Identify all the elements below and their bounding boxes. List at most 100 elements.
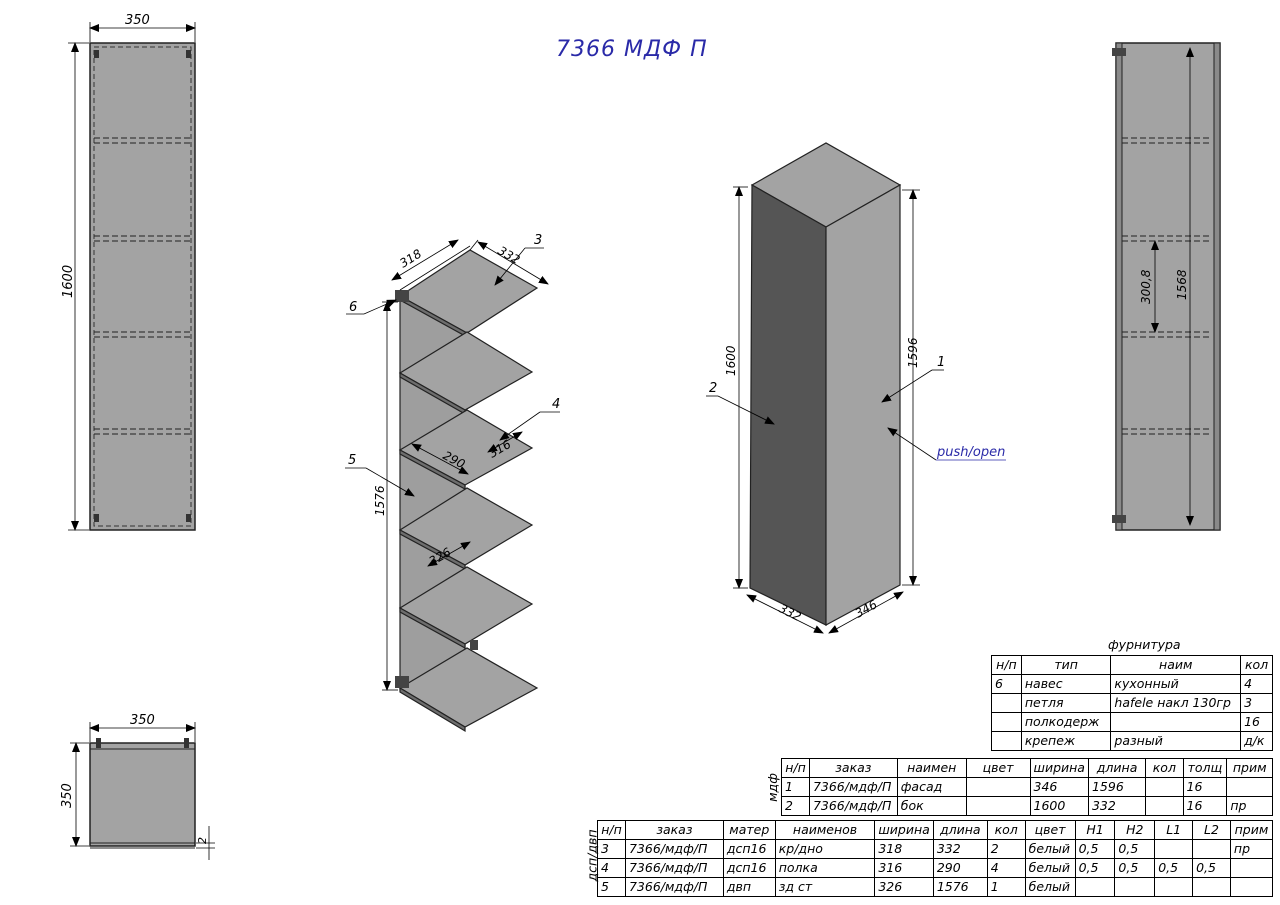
header-cell: н/п [991,655,1022,675]
header-cell: наименов [774,820,876,840]
header-cell: длина [1087,758,1147,778]
cell: 332 [932,839,988,859]
side-section-view: 1568 300,8 [1112,42,1221,531]
callout-5: 5 [348,453,356,468]
table-row: 3 7366/мдф/П дсп16 кр/дно 318 332 2 белы… [597,839,1274,859]
bottom-gap-dim: 2 [196,837,209,844]
cell [991,712,1022,732]
cell: полкодерж [1020,712,1112,732]
cell: 318 [874,839,934,859]
hardware-table: н/п тип наим кол 6 навес кухонный 4 петл… [991,655,1273,751]
callout-4: 4 [552,397,560,412]
cell: двп [722,877,776,897]
cell: пр [1226,796,1273,816]
header-cell: кол [986,820,1026,840]
cell: 326 [874,877,934,897]
header-cell: заказ [808,758,898,778]
header-cell: H1 [1074,820,1116,840]
cell: 1 [986,877,1026,897]
table-row: петля hafele накл 130гр 3 [991,693,1273,713]
callout-3: 3 [534,233,542,248]
header-cell: заказ [624,820,724,840]
cell: кр/дно [774,839,876,859]
cell: 16 [1240,712,1273,732]
cell [1145,777,1184,797]
cell: 16 [1182,796,1228,816]
header-cell: длина [932,820,988,840]
header-cell: H2 [1114,820,1156,840]
cell: 1576 [932,877,988,897]
header-cell: L2 [1192,820,1231,840]
header-cell: н/п [597,820,626,840]
cell [1229,858,1274,878]
table-header-row: н/п тип наим кол [991,655,1273,675]
table-row: 6 навес кухонный 4 [991,674,1273,694]
cell: белый [1024,877,1076,897]
exploded-view: 318 332 290 316 326 1576 3 4 5 6 [345,233,560,733]
front-width-dim: 350 [125,13,150,28]
cell: 3 [1240,693,1273,713]
exploded-dim-332: 332 [496,243,523,267]
callout-6: 6 [349,300,357,315]
cell: 332 [1087,796,1147,816]
cell: 7366/мдф/П [808,796,898,816]
cell: кухонный [1110,674,1242,694]
cell [1226,777,1273,797]
callout-2: 2 [709,381,717,396]
push-open-label: push/open [936,445,1005,460]
exploded-dim-1576: 1576 [373,485,387,516]
cell: 346 [1029,777,1089,797]
cell: белый [1024,858,1076,878]
cell: петля [1020,693,1112,713]
cell: пр [1229,839,1274,859]
cell [1114,877,1156,897]
cell [1154,877,1194,897]
cell [965,796,1031,816]
cell: 1596 [1087,777,1147,797]
bottom-depth-dim: 350 [60,783,75,808]
iso-dim-1596: 1596 [906,337,920,368]
cell: 7366/мдф/П [624,877,724,897]
cell: 6 [991,674,1022,694]
cell [1110,712,1242,732]
cell: 0,5 [1074,858,1116,878]
table-header-row: н/п заказ наимен цвет ширина длина кол т… [781,758,1273,778]
header-cell: матер [722,820,776,840]
cell [1145,796,1184,816]
cell: 5 [597,877,626,897]
header-cell: кол [1145,758,1184,778]
table-row: 2 7366/мдф/П бок 1600 332 16 пр [781,796,1273,816]
cell: 4 [986,858,1026,878]
cell [991,693,1022,713]
header-cell: L1 [1154,820,1194,840]
cell: д/к [1240,731,1273,751]
table-row: крепеж разный д/к [991,731,1273,751]
table-row: 1 7366/мдф/П фасад 346 1596 16 [781,777,1273,797]
table-row: полкодерж 16 [991,712,1273,732]
bottom-width-dim: 350 [130,713,155,728]
cell: белый [1024,839,1076,859]
cell: 7366/мдф/П [624,839,724,859]
cell: 2 [986,839,1026,859]
mdf-table: н/п заказ наимен цвет ширина длина кол т… [781,758,1273,816]
table-header-row: н/п заказ матер наименов ширина длина ко… [597,820,1274,840]
cell: 0,5 [1154,858,1194,878]
cell: дсп16 [722,839,776,859]
callout-1: 1 [937,355,945,370]
cell: навес [1020,674,1112,694]
cell [1192,877,1231,897]
cell: 7366/мдф/П [624,858,724,878]
iso-dim-1600: 1600 [724,345,738,376]
cell: разный [1110,731,1242,751]
cell: 3 [597,839,626,859]
header-cell: тип [1020,655,1112,675]
cell: 4 [1240,674,1273,694]
cell: крепеж [1020,731,1112,751]
cell [1154,839,1194,859]
cell: фасад [896,777,967,797]
table-row: 5 7366/мдф/П двп зд ст 326 1576 1 белый [597,877,1274,897]
cell: 2 [781,796,810,816]
header-cell: толщ [1182,758,1228,778]
cell: 290 [932,858,988,878]
